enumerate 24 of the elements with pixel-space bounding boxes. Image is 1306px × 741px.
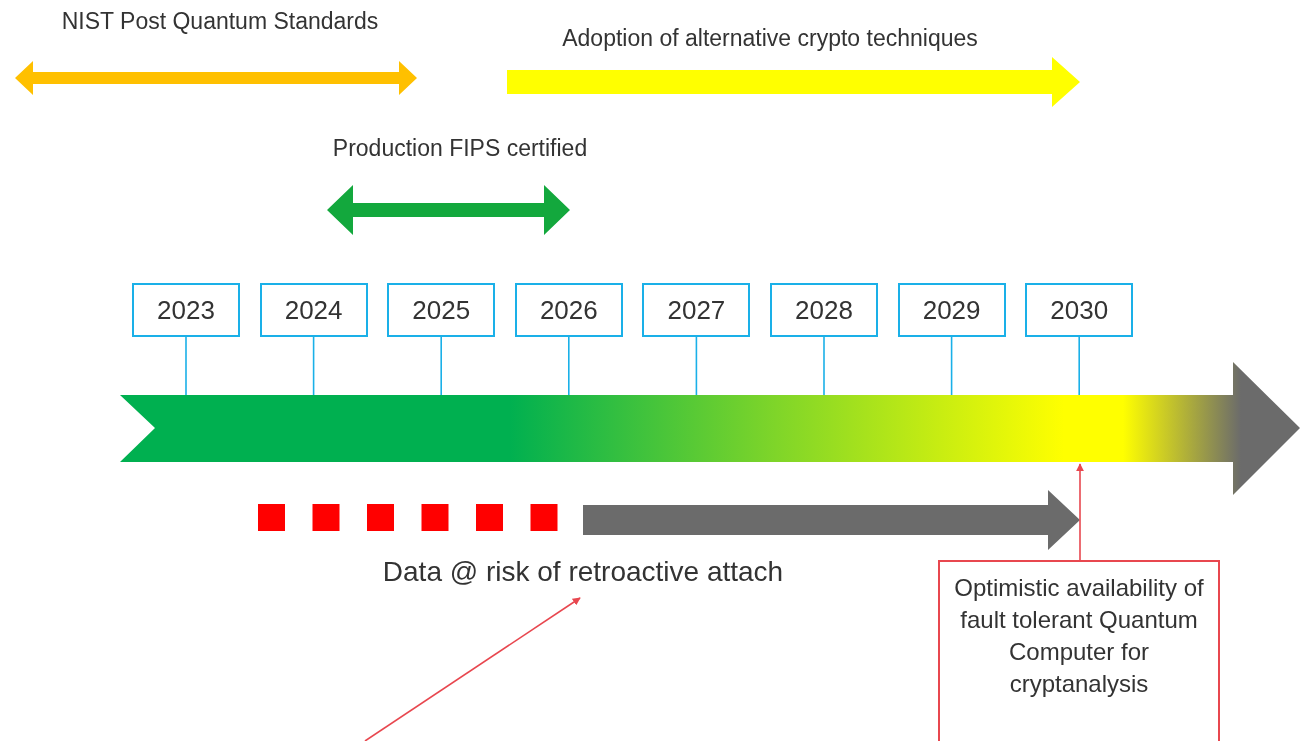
callout-box: Optimistic availability of fault tolerant Quantum Computer for cryptanalysis — [938, 560, 1220, 741]
tick-line — [695, 336, 698, 396]
arrow — [1076, 463, 1084, 561]
range-label: Production FIPS certified — [331, 134, 589, 163]
year-box: 2025 — [387, 283, 496, 337]
year-box: 2029 — [897, 283, 1006, 337]
tick-line — [1078, 336, 1080, 396]
tick-line — [185, 336, 187, 396]
tick-line — [440, 336, 442, 396]
risk-text: Data @ risk of retroactive attach — [330, 550, 836, 594]
year-box: 2023 — [132, 283, 240, 337]
year-box: 2024 — [259, 283, 368, 337]
year-box: 2026 — [514, 283, 623, 337]
tick-line — [823, 336, 825, 396]
timeline-arrow — [120, 362, 1300, 495]
range-label: NIST Post Quantum Standards — [60, 7, 380, 36]
range-label: Adoption of alternative crypto techniques — [561, 24, 979, 53]
year-box: 2028 — [770, 283, 878, 337]
year-box: 2027 — [642, 283, 751, 337]
year-box: 2030 — [1025, 283, 1134, 337]
arrow — [364, 597, 581, 741]
tick-line — [312, 336, 315, 396]
tick-line — [568, 336, 570, 396]
tick-line — [950, 336, 953, 396]
